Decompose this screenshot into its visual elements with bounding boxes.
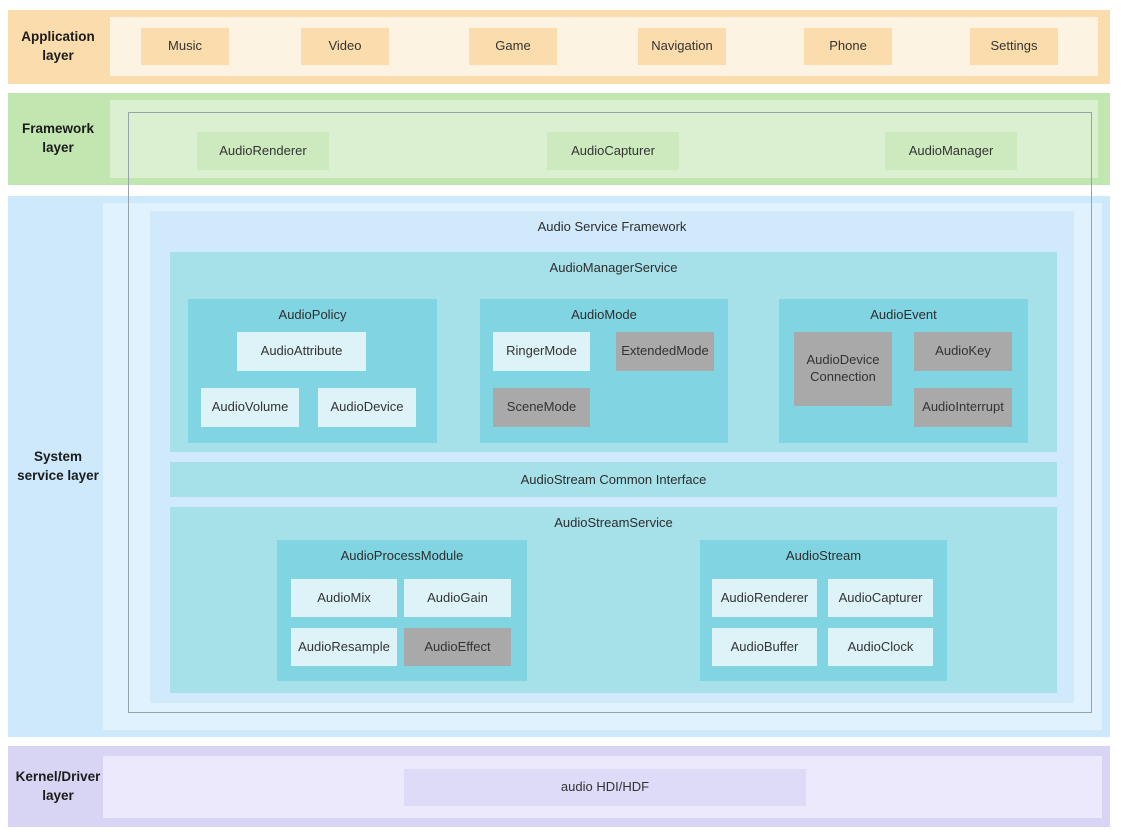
application-layer-label: Application layer xyxy=(21,29,95,63)
box-audioattribute: AudioAttribute xyxy=(237,332,366,371)
box-ringermode: RingerMode xyxy=(493,332,590,371)
audio-stream-service-title: AudioStreamService xyxy=(554,515,673,530)
box-audiomix: AudioMix xyxy=(291,579,397,617)
audio-event-group: AudioEvent AudioDevice Connection AudioK… xyxy=(779,299,1028,443)
app-box-navigation: Navigation xyxy=(638,28,726,65)
box-extendedmode: ExtendedMode xyxy=(616,332,714,371)
framework-box-audiomanager: AudioManager xyxy=(885,132,1017,170)
audio-process-module-title: AudioProcessModule xyxy=(340,548,464,563)
layer-application: Application layer Music Video Game Navig… xyxy=(8,10,1110,84)
app-box-music: Music xyxy=(141,28,229,65)
box-audioeffect: AudioEffect xyxy=(404,628,511,666)
audio-event-title: AudioEvent xyxy=(870,307,937,322)
kernel-driver-layer-label: Kernel/Driver layer xyxy=(15,768,101,803)
layer-kernel-driver: Kernel/Driver layer audio HDI/HDF xyxy=(8,746,1110,827)
audio-mode-group: AudioMode RingerMode ExtendedMode SceneM… xyxy=(480,299,728,443)
box-audiointerrupt: AudioInterrupt xyxy=(914,388,1012,427)
box-audiogain: AudioGain xyxy=(404,579,511,617)
audio-manager-service-title: AudioManagerService xyxy=(549,260,678,275)
audio-manager-service-box: AudioManagerService AudioPolicy AudioAtt… xyxy=(170,252,1057,452)
layer-system-service: System service layer Audio Service Frame… xyxy=(8,196,1110,737)
app-box-game: Game xyxy=(469,28,557,65)
audio-service-framework-title: Audio Service Framework xyxy=(537,219,687,234)
app-box-phone: Phone xyxy=(804,28,892,65)
system-service-panel: Audio Service Framework AudioManagerServ… xyxy=(103,203,1102,730)
box-audio-hdi-hdf: audio HDI/HDF xyxy=(404,769,806,806)
audio-policy-group: AudioPolicy AudioAttribute AudioVolume A… xyxy=(188,299,437,443)
kernel-driver-panel: audio HDI/HDF xyxy=(103,756,1102,818)
box-audiovolume: AudioVolume xyxy=(201,388,299,427)
box-scenemode: SceneMode xyxy=(493,388,590,427)
audio-stream-title: AudioStream xyxy=(785,548,862,563)
box-audiodevice: AudioDevice xyxy=(318,388,416,427)
layer-framework: Framework layer AudioRenderer AudioCaptu… xyxy=(8,93,1110,185)
app-box-settings: Settings xyxy=(970,28,1058,65)
box-audioclock: AudioClock xyxy=(828,628,933,666)
audio-process-module-group: AudioProcessModule AudioMix AudioGain Au… xyxy=(277,540,527,681)
audio-service-framework-box: Audio Service Framework AudioManagerServ… xyxy=(150,211,1074,703)
audio-mode-title: AudioMode xyxy=(571,307,637,322)
application-panel: Music Video Game Navigation Phone Settin… xyxy=(110,17,1098,76)
framework-box-audiocapturer: AudioCapturer xyxy=(547,132,679,170)
system-service-layer-label: System service layer xyxy=(17,448,99,483)
audio-stream-service-box: AudioStreamService AudioProcessModule Au… xyxy=(170,507,1057,693)
box-audiokey: AudioKey xyxy=(914,332,1012,371)
framework-box-audiorenderer: AudioRenderer xyxy=(197,132,329,170)
framework-panel: AudioRenderer AudioCapturer AudioManager xyxy=(110,100,1098,178)
box-audioresample: AudioResample xyxy=(291,628,397,666)
app-box-video: Video xyxy=(301,28,389,65)
framework-layer-label: Framework layer xyxy=(21,121,95,155)
audiostream-common-interface-band: AudioStream Common Interface xyxy=(170,462,1057,497)
box-audiobuffer: AudioBuffer xyxy=(712,628,817,666)
box-stream-audiocapturer: AudioCapturer xyxy=(828,579,933,617)
box-stream-audiorenderer: AudioRenderer xyxy=(712,579,817,617)
audio-policy-title: AudioPolicy xyxy=(278,307,347,322)
audio-stream-group: AudioStream AudioRenderer AudioCapturer … xyxy=(700,540,947,681)
box-audiodevice-connection: AudioDevice Connection xyxy=(794,332,892,406)
